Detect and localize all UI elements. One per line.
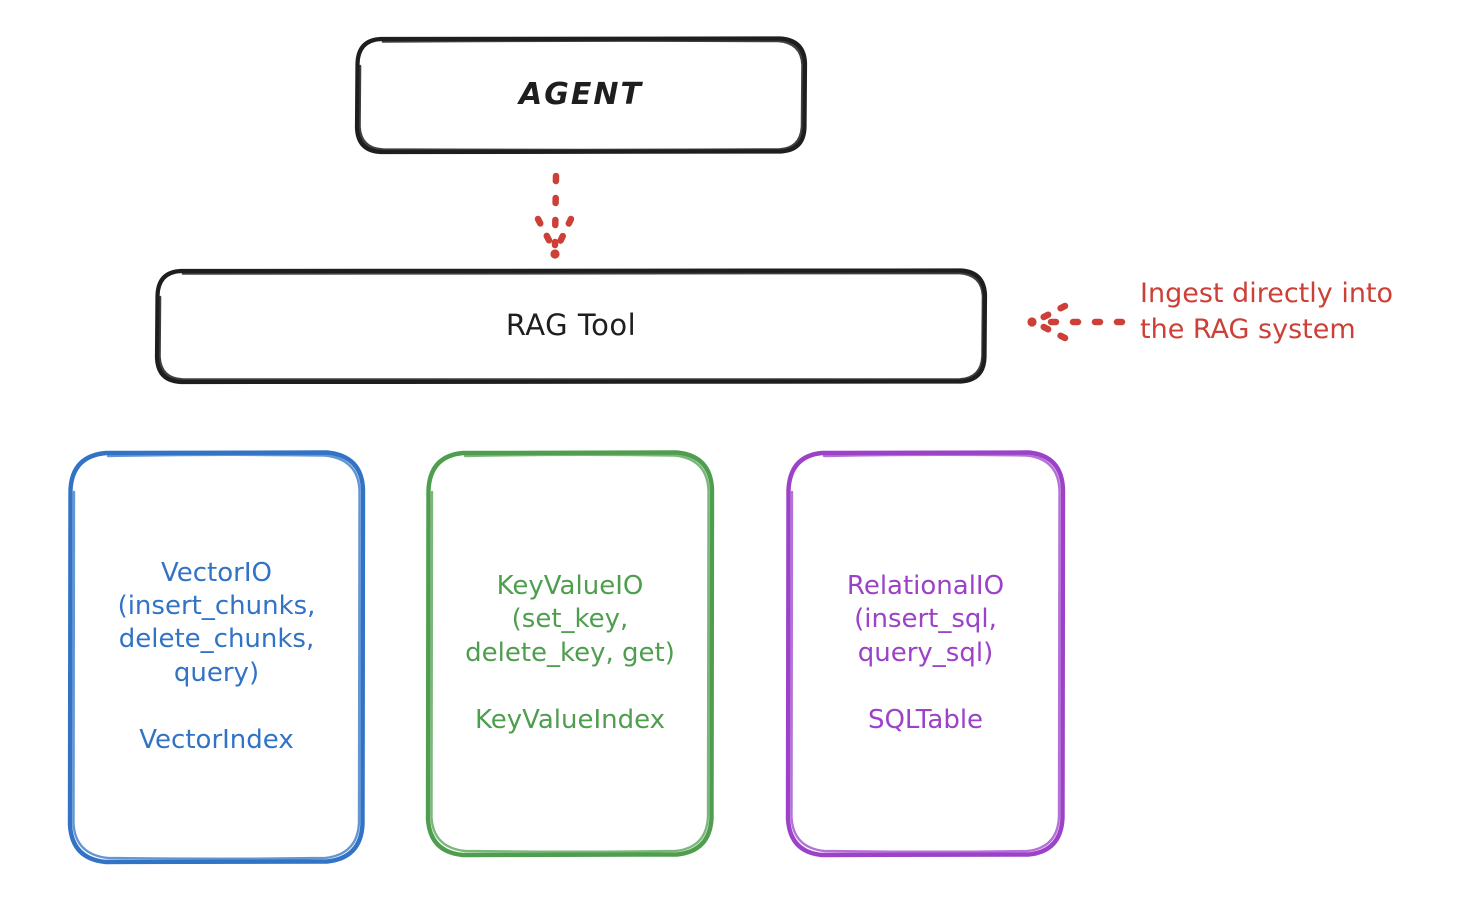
relationalio-node[interactable]: RelationalIO (insert_sql, query_sql) SQL… xyxy=(788,452,1063,855)
vectorio-label: VectorIO (insert_chunks, delete_chunks, … xyxy=(117,557,316,688)
vectorio-node[interactable]: VectorIO (insert_chunks, delete_chunks, … xyxy=(70,452,363,862)
rag-tool-label: RAG Tool xyxy=(505,308,637,343)
keyvalueio-label: KeyValueIO (set_key, delete_key, get) xyxy=(465,570,675,668)
relationalio-sublabel: SQLTable xyxy=(867,704,984,735)
connector-agent-to-rag-tool xyxy=(534,172,575,259)
agent-label: AGENT xyxy=(519,76,643,112)
rag-tool-node[interactable]: RAG Tool xyxy=(157,270,985,382)
keyvalueio-node[interactable]: KeyValueIO (set_key, delete_key, get) Ke… xyxy=(428,452,712,855)
keyvalueio-sublabel: KeyValueIndex xyxy=(474,704,666,735)
ingest-annotation-text: Ingest directly into the RAG system xyxy=(1140,278,1394,346)
connector-ingest-to-rag-tool xyxy=(1027,302,1126,342)
agent-node[interactable]: AGENT xyxy=(357,38,805,152)
vectorio-sublabel: VectorIndex xyxy=(139,724,294,755)
relationalio-label: RelationalIO (insert_sql, query_sql) xyxy=(846,570,1005,668)
